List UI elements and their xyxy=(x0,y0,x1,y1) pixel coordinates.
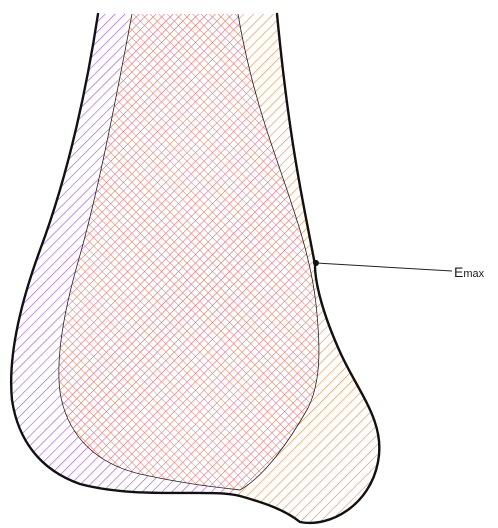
emax-label: Emax xyxy=(454,264,485,280)
emax-label-sub: max xyxy=(463,268,484,280)
emax-leader-line xyxy=(316,263,452,271)
emax-label-main: E xyxy=(454,264,463,280)
